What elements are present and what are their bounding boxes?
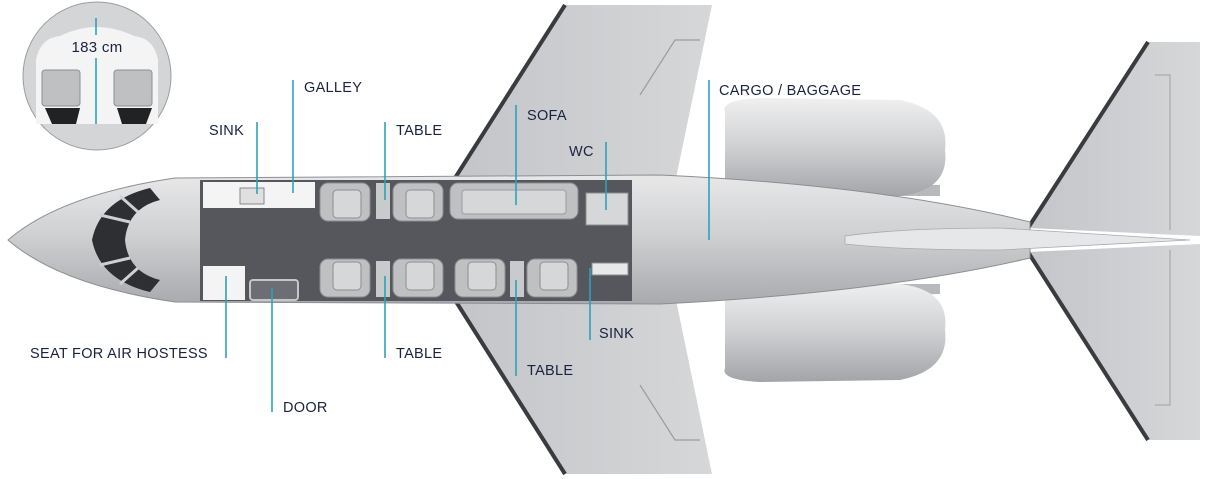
label-cargo: CARGO / BAGGAGE [719, 83, 861, 99]
wing-bottom [453, 298, 712, 476]
cabin-cross-section-inset: 183 cm [22, 1, 172, 151]
leader-lines [225, 80, 710, 412]
label-table-bottom-right: TABLE [527, 363, 573, 379]
engine-top [724, 98, 946, 197]
tail-cone [844, 227, 1191, 251]
tail-top [1026, 40, 1200, 236]
door [249, 279, 299, 301]
label-sink-bottom: SINK [599, 326, 634, 342]
label-sink-top: SINK [209, 123, 244, 139]
cabin-height-label: 183 cm [72, 39, 123, 56]
engine-bottom [724, 282, 946, 382]
label-wc: WC [569, 144, 594, 160]
label-table-bottom-left: TABLE [396, 346, 442, 362]
label-galley: GALLEY [304, 80, 362, 96]
tail-bottom [1026, 244, 1200, 442]
wc [585, 192, 629, 226]
cockpit-windows [92, 188, 160, 292]
hostess-seat [203, 266, 245, 300]
tables [376, 183, 524, 297]
label-table-top: TABLE [396, 123, 442, 139]
wing-top [453, 3, 712, 180]
lavatory-sink [591, 262, 629, 276]
sofa [449, 182, 579, 220]
label-sofa: SOFA [527, 108, 567, 124]
galley-sink [239, 187, 265, 205]
label-door: DOOR [283, 400, 328, 416]
label-seat-hostess: SEAT FOR AIR HOSTESS [30, 346, 208, 362]
seats [319, 182, 578, 298]
